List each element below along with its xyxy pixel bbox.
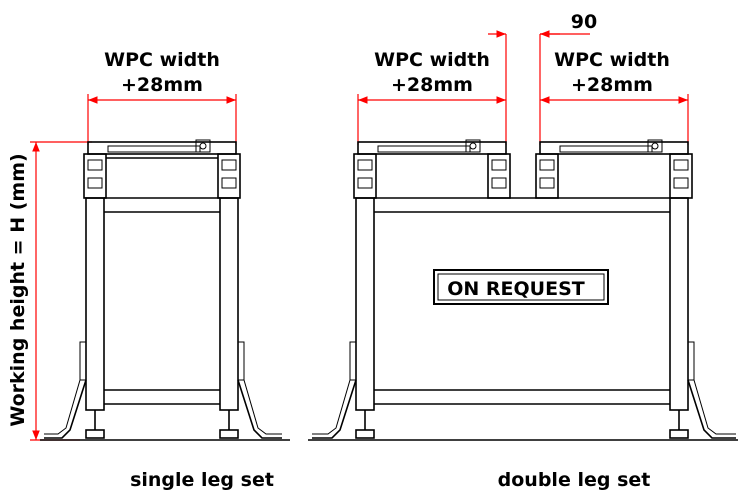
- single-caption: single leg set: [130, 469, 274, 491]
- double-left-offset-label: +28mm: [391, 74, 473, 96]
- double-leg-set: 90 WPC width +28mm WPC width +28mm: [308, 11, 738, 491]
- double-right-width-dimension: WPC width +28mm: [540, 49, 689, 145]
- double-right-offset-label: +28mm: [571, 74, 653, 96]
- on-request-label: ON REQUEST: [447, 278, 585, 300]
- single-leg-set: WPC width +28mm: [40, 49, 290, 491]
- single-offset-label: +28mm: [121, 74, 203, 96]
- gap-label: 90: [571, 11, 597, 33]
- gap-dimension: 90: [488, 11, 597, 145]
- double-caption: double leg set: [498, 469, 651, 491]
- double-left-width-label: WPC width: [374, 49, 490, 71]
- height-dimension: Working height = H (mm): [7, 141, 92, 441]
- on-request-note: ON REQUEST: [433, 269, 609, 305]
- single-width-dimension: WPC width +28mm: [87, 49, 237, 145]
- height-label: Working height = H (mm): [7, 153, 29, 426]
- double-right-width-label: WPC width: [554, 49, 670, 71]
- double-left-width-dimension: WPC width +28mm: [357, 49, 506, 145]
- single-width-label: WPC width: [104, 49, 220, 71]
